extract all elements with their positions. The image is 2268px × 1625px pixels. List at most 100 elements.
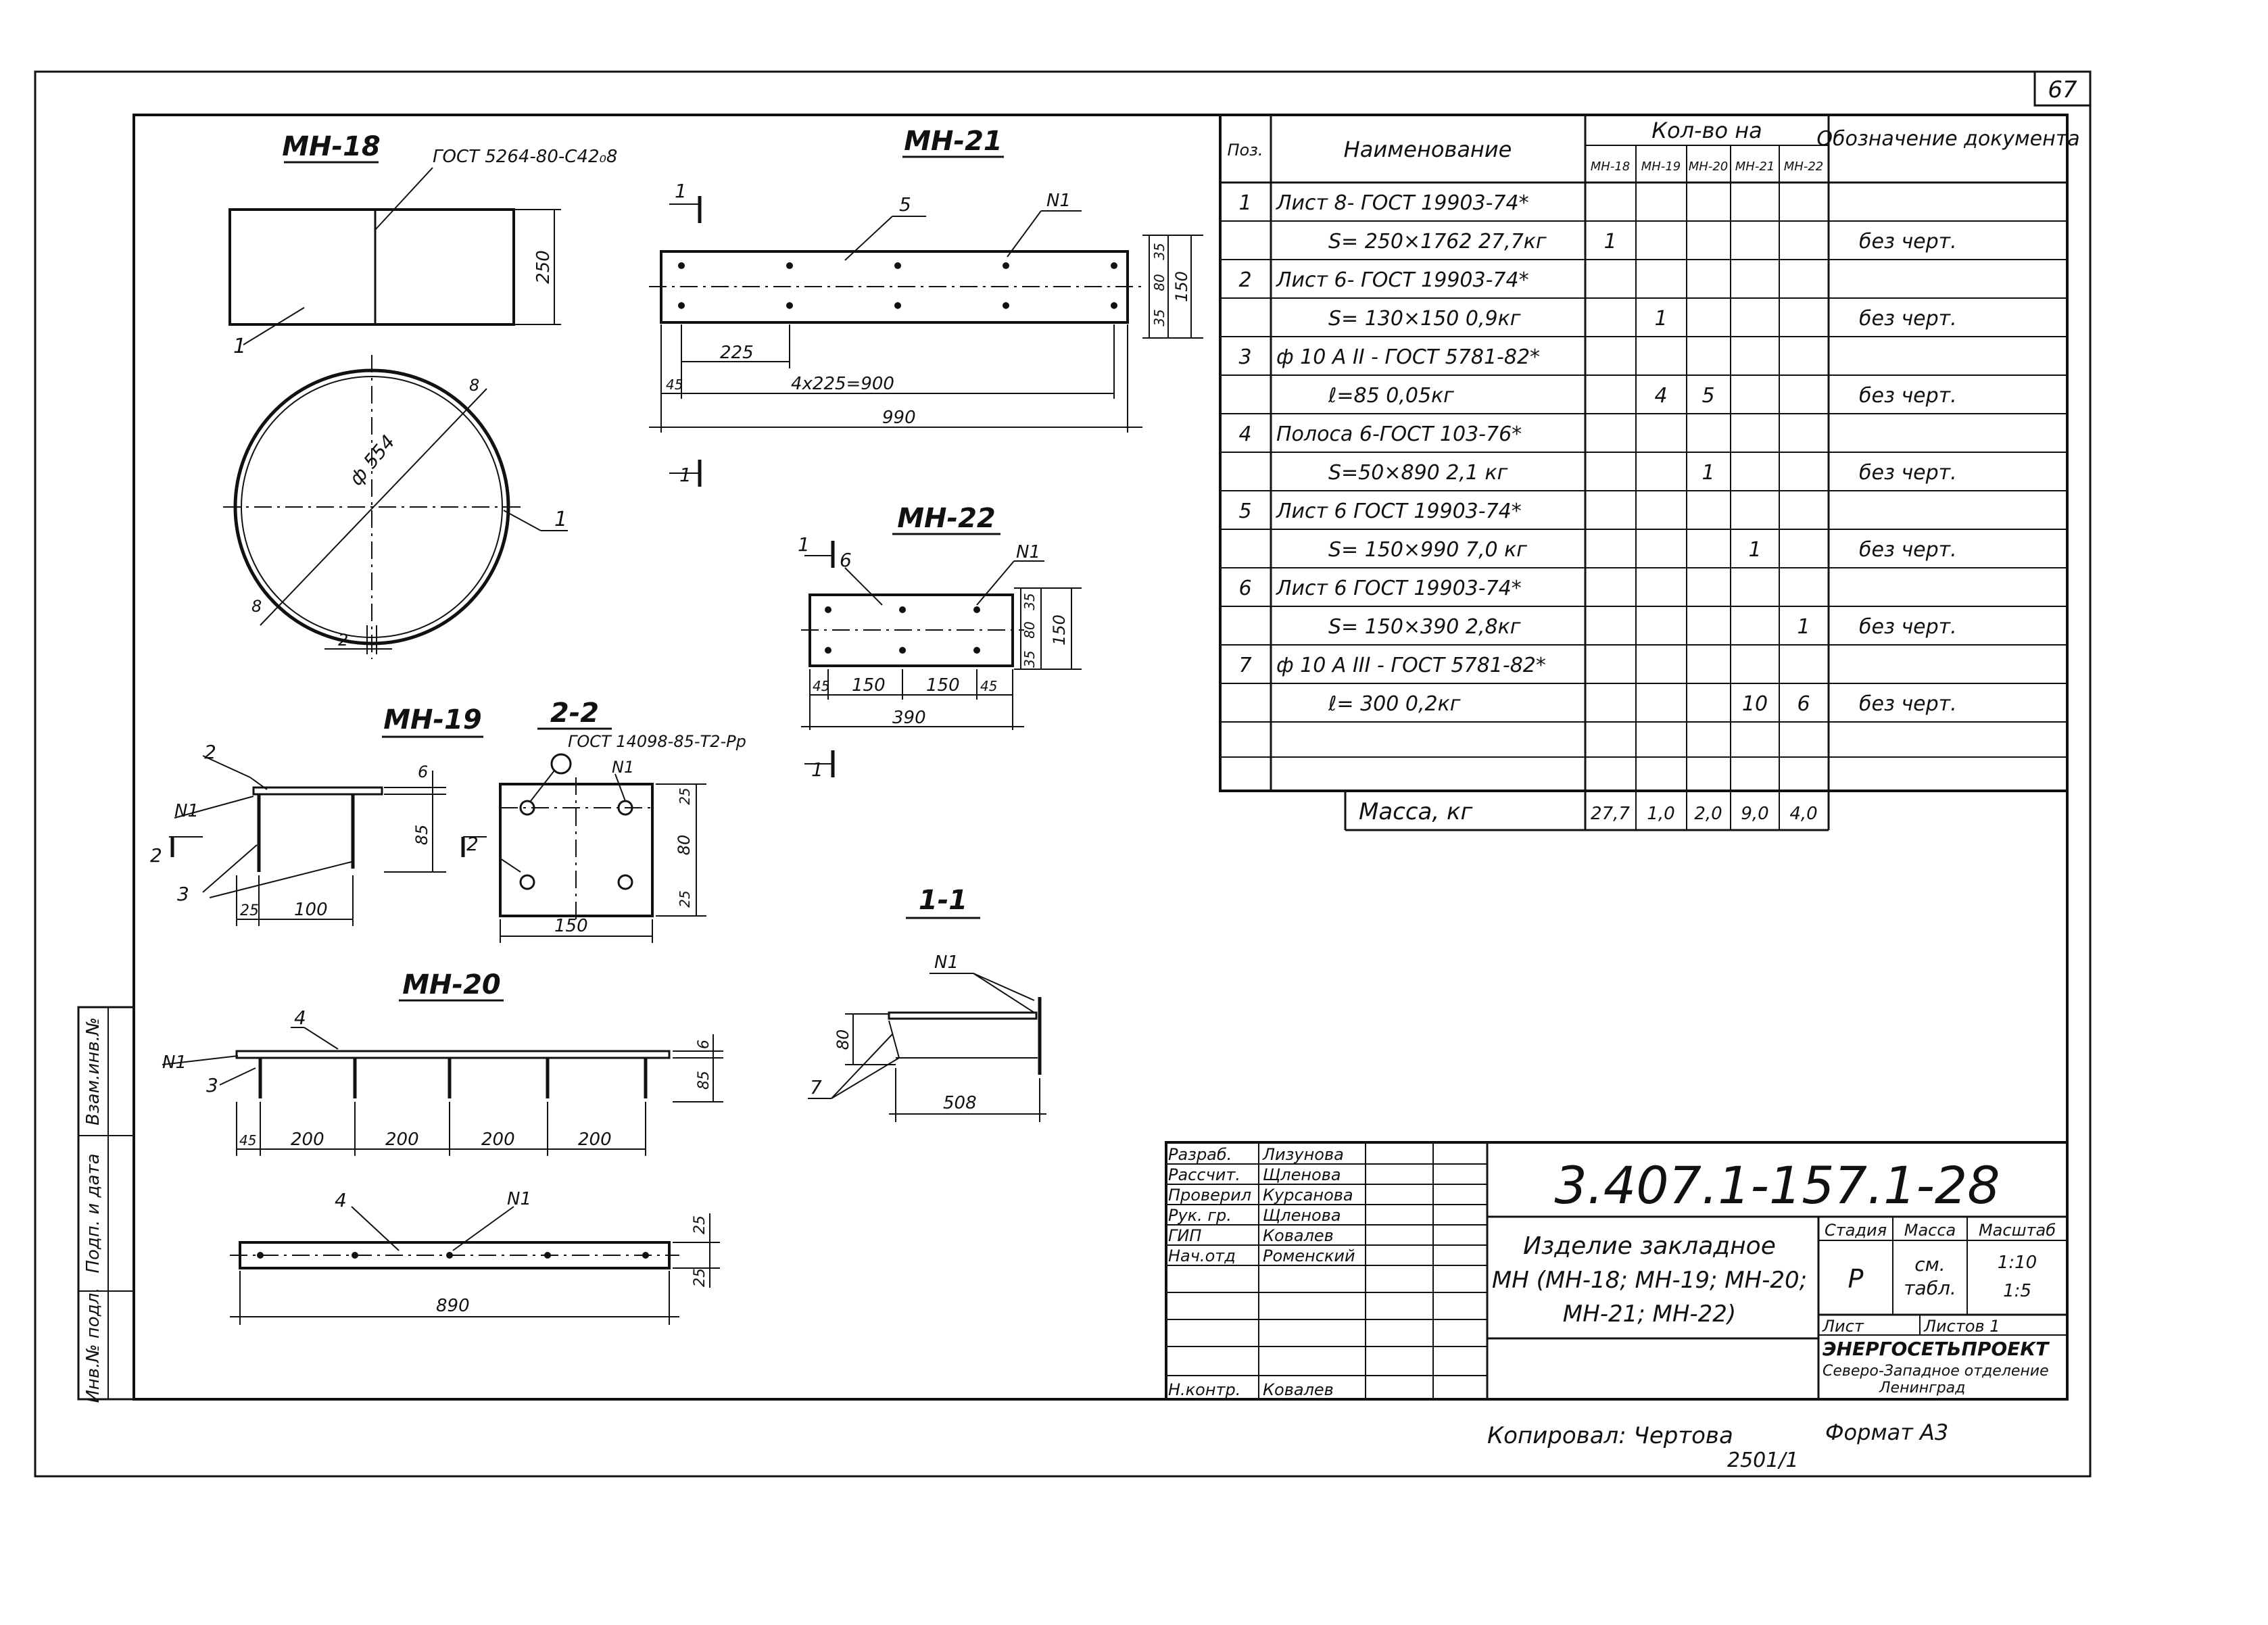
mn20-n1: N1 [162,1052,187,1073]
tb-product-line-2: МН (МН-18; МН-19; МН-20; [1492,1267,1807,1294]
tb-product-line-1: Изделие закладное [1523,1232,1776,1260]
mn18-thickness: 2 [338,631,348,650]
svg-text:Лист 6- ГОСТ 19903-74*: Лист 6- ГОСТ 19903-74* [1276,268,1529,292]
svg-text:6: 6 [1797,692,1810,716]
spec-col-mn19: МН-19 [1641,160,1681,174]
tb-doc-number: 3.407.1-157.1-28 [1554,1155,2000,1215]
spec-mass-mn22: 4,0 [1789,804,1817,824]
mn22-dim-45a: 45 [813,678,829,694]
mn20-pos3-label: 3 [206,1074,218,1096]
mn22-dim-150a: 150 [852,675,886,696]
svg-text:без черт.: без черт. [1859,615,1957,639]
svg-text:ℓ= 300 0,2кг: ℓ= 300 0,2кг [1328,692,1461,716]
mn20-dim-45: 45 [239,1132,256,1148]
mn22-dim-35b: 35 [1021,650,1038,667]
spec-mass-mn19: 1,0 [1647,804,1674,824]
section11-dim-80: 80 [834,1029,852,1050]
mn21-cut-top: 1 [675,180,687,202]
svg-text:7: 7 [1238,654,1251,677]
tb-org-sub2: Ленинград [1879,1380,1965,1397]
mn19-section-dim-25b: 25 [677,890,693,907]
spec-row-1: 1 Лист 8- ГОСТ 19903-74* [1238,191,1528,215]
svg-text:1: 1 [1238,191,1251,215]
mn20-dim-25a: 25 [692,1215,708,1234]
svg-text:1: 1 [1797,615,1810,639]
mn21-n1: N1 [1046,191,1071,211]
mn19-section-dim-150: 150 [554,916,588,936]
mn20-plan-n1: N1 [507,1189,531,1209]
tb-scale-1: 1:10 [1998,1253,2037,1273]
mn19-title: МН-19 [383,704,482,735]
spec-col-mn21: МН-21 [1735,160,1775,174]
svg-text:5: 5 [1238,500,1251,523]
tb-role-6: Нач.отд [1168,1246,1236,1265]
mn19-dim-25: 25 [240,902,259,919]
spec-row-13: 7 ф 10 А III - ГОСТ 5781-82* [1238,654,1545,677]
mn19-dim-6: 6 [418,762,428,781]
mn20-dim-6: 6 [696,1040,713,1049]
mn19-pos3-label: 3 [177,883,189,905]
mn18-weld-top: 8 [469,376,479,395]
mn21-dim-80: 80 [1151,274,1167,291]
svg-text:S= 130×150 0,9кг: S= 130×150 0,9кг [1328,307,1521,331]
section11-title: 1-1 [919,885,967,916]
mn19-cut-left: 2 [150,844,162,867]
svg-text:3: 3 [1238,345,1251,369]
view-mn18: МН-18 ГОСТ 5264-80-С42₀8 250 1 ф 554 8 8… [223,131,617,659]
svg-text:без черт.: без черт. [1859,307,1957,331]
mn22-pos6: 6 [840,549,852,571]
view-mn19: МН-19 2-2 ГОСТ 14098-85-Т2-Рр 2 N1 2 2 3… [150,698,746,943]
spec-header-qty: Кол-во на [1651,118,1762,143]
spec-row-11: 6 Лист 6 ГОСТ 19903-74* [1238,577,1521,600]
mn20-pos4-label: 4 [294,1006,306,1029]
mn19-dim-85: 85 [412,825,431,846]
mn21-pos5: 5 [899,193,911,216]
stamp-inv-original: Инв.№ подл. [83,1287,103,1403]
mn20-dim-25b: 25 [692,1268,708,1287]
tb-mass-value-2: табл. [1904,1277,1956,1299]
footer-copied: Копировал: Чертова [1487,1422,1733,1449]
spec-row-10: S= 150×990 7,0 кг 1 без черт. [1328,538,1957,562]
mn19-gost: ГОСТ 14098-85-Т2-Рр [568,732,746,751]
view-mn22: МН-22 1 1 6 N1 35 80 35 150 45 [798,503,1082,781]
mn22-cut-bottom: 1 [811,758,823,781]
mn22-cut-top: 1 [798,533,810,556]
svg-text:4: 4 [1654,384,1667,408]
mn20-title: МН-20 [402,969,501,1000]
view-mn21: МН-21 1 1 5 N1 35 80 35 150 22 [649,126,1203,487]
spec-mass-label: Масса, кг [1359,798,1474,825]
sheet-number: 67 [2048,76,2077,103]
tb-org: ЭНЕРГОСЕТЬПРОЕКТ [1823,1338,2050,1360]
mn18-pos1-label: 1 [233,335,246,358]
mn22-dim-80: 80 [1021,621,1038,638]
svg-text:Лист 8- ГОСТ 19903-74*: Лист 8- ГОСТ 19903-74* [1276,191,1529,215]
specification-table: Поз. Наименование Кол-во на Обозначение … [1219,114,2080,831]
view-section-1-1: 1-1 N1 7 80 508 [808,885,1046,1122]
mn20-dim-890: 890 [436,1296,470,1316]
svg-text:Лист 6 ГОСТ 19903-74*: Лист 6 ГОСТ 19903-74* [1276,500,1522,523]
stamp-replace-inv: Взам.инв.№ [83,1017,103,1125]
title-block: Разраб. Рассчит. Проверил Рук. гр. ГИП Н… [1165,1141,2069,1401]
spec-header-doc: Обозначение документа [1816,127,2079,151]
mn20-plan-studs [257,1252,649,1259]
section11-pos7: 7 [810,1076,822,1098]
mn19-section-n1: N1 [612,758,634,777]
tb-name-6: Роменский [1263,1246,1355,1265]
mn18-dim-height: 250 [533,250,554,284]
tb-role-1: Разраб. [1168,1145,1232,1164]
svg-text:ℓ=85 0,05кг: ℓ=85 0,05кг [1328,384,1454,408]
svg-text:S= 150×990 7,0 кг: S= 150×990 7,0 кг [1328,538,1527,562]
svg-text:4: 4 [1238,422,1251,446]
mn18-weld-gost: ГОСТ 5264-80-С42₀8 [433,147,617,167]
tb-name-3: Курсанова [1263,1186,1353,1205]
mn19-section-dim-80: 80 [675,835,694,856]
svg-text:2: 2 [1238,268,1251,292]
footer-code: 2501/1 [1727,1449,1799,1472]
spec-header-pos: Поз. [1227,141,1263,160]
svg-text:Полоса 6-ГОСТ 103-76*: Полоса 6-ГОСТ 103-76* [1276,422,1522,446]
mn18-ring-pos1: 1 [554,508,567,531]
mn21-dim-990: 990 [882,408,916,428]
mn19-pos2-label: 2 [204,741,216,763]
mn22-dim-390: 390 [892,708,926,728]
spec-row-3: 2 Лист 6- ГОСТ 19903-74* [1238,268,1528,292]
